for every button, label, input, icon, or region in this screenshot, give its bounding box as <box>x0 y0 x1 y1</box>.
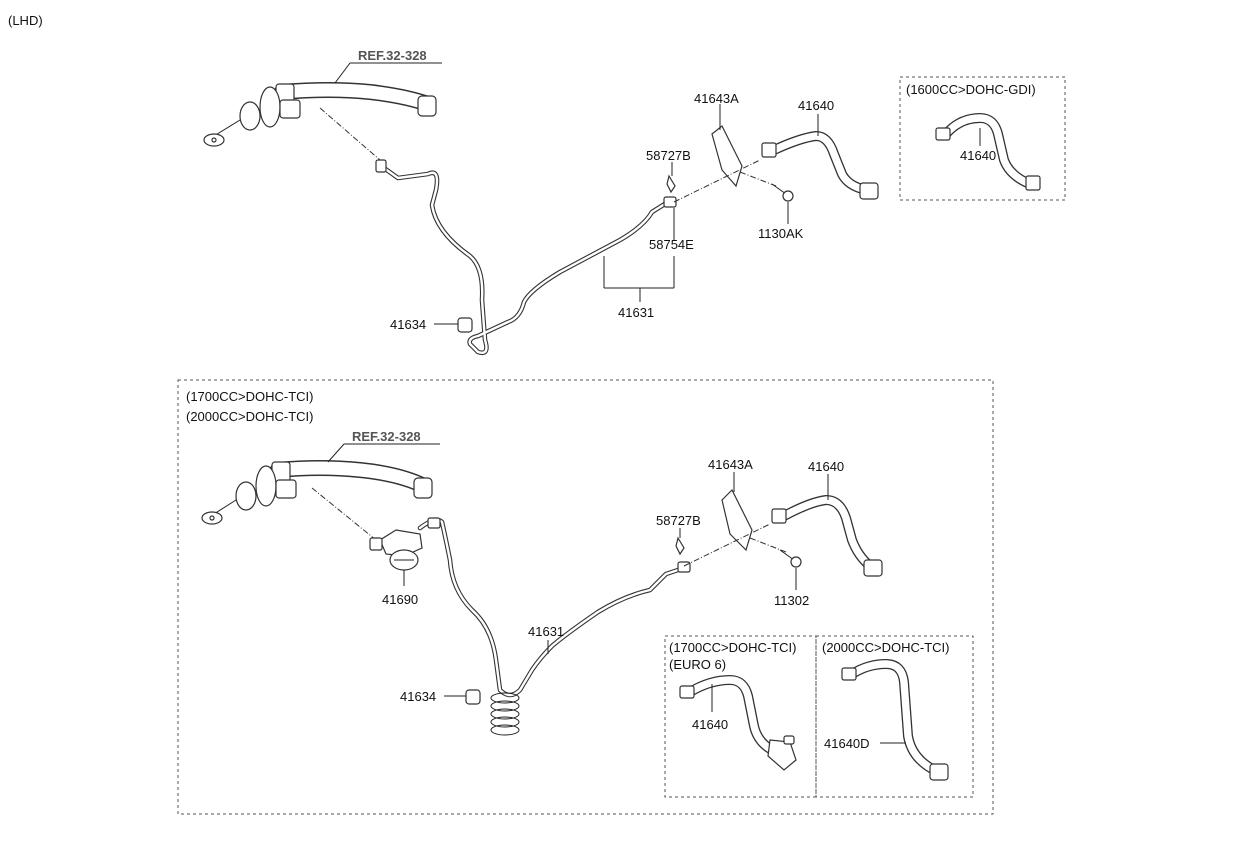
bolt-1130ak <box>771 183 794 202</box>
part-41690[interactable]: 41690 <box>382 592 418 607</box>
top-section: REF.32-328 41634 41631 58754E 58727B 416… <box>203 48 879 356</box>
part-41640-top[interactable]: 41640 <box>798 98 834 113</box>
part-41634-tci[interactable]: 41634 <box>400 689 436 704</box>
clamp-41634-tci <box>465 689 481 705</box>
inset-2000: (2000CC>DOHC-TCI) 41640D <box>815 635 974 798</box>
tci-title-1700: (1700CC>DOHC-TCI) <box>186 389 314 404</box>
variant-label: (LHD) <box>8 13 43 28</box>
clamp-41634 <box>457 317 473 333</box>
part-41631-top[interactable]: 41631 <box>618 305 654 320</box>
damper-41690 <box>369 529 423 571</box>
part-41631-tci[interactable]: 41631 <box>528 624 564 639</box>
inset-gdi-title: (1600CC>DOHC-GDI) <box>906 82 1036 97</box>
hose-41640-tci <box>771 495 883 577</box>
bracket-41643a <box>711 125 743 188</box>
inset-euro6-subtitle: (EURO 6) <box>669 657 726 672</box>
part-58727b-tci[interactable]: 58727B <box>656 513 701 528</box>
inset-2000-title: (2000CC>DOHC-TCI) <box>822 640 950 655</box>
inset-euro6: (1700CC>DOHC-TCI) (EURO 6) 41640 <box>664 635 817 798</box>
part-11302[interactable]: 11302 <box>774 593 809 608</box>
ref-leader <box>334 62 351 84</box>
bolt-11302 <box>779 549 802 568</box>
clip-58727b-tci <box>675 536 685 556</box>
part-1130ak[interactable]: 1130AK <box>758 226 804 241</box>
tci-title-2000: (2000CC>DOHC-TCI) <box>186 409 314 424</box>
clutch-pipe-tci <box>417 517 691 736</box>
hose-41640-top <box>761 131 879 200</box>
ref-label-tci[interactable]: REF.32-328 <box>352 429 421 444</box>
master-cylinder-tci <box>201 460 433 525</box>
bracket-41643a-tci <box>721 488 753 552</box>
inset-2000-hose[interactable]: 41640D <box>824 736 870 751</box>
part-41640-tci[interactable]: 41640 <box>808 459 844 474</box>
clip-58727b <box>666 174 676 194</box>
clutch-pipe <box>375 159 677 356</box>
inset-euro6-title: (1700CC>DOHC-TCI) <box>669 640 797 655</box>
part-58727b-top[interactable]: 58727B <box>646 148 691 163</box>
tci-section: (1700CC>DOHC-TCI) (2000CC>DOHC-TCI) REF.… <box>177 379 994 815</box>
inset-euro6-hose[interactable]: 41640 <box>692 717 728 732</box>
part-41634-top[interactable]: 41634 <box>390 317 426 332</box>
part-58754e[interactable]: 58754E <box>649 237 694 252</box>
dash-connector <box>319 107 381 161</box>
inset-gdi-hose[interactable]: 41640 <box>960 148 996 163</box>
ref-label-top[interactable]: REF.32-328 <box>358 48 427 63</box>
part-41643a-top[interactable]: 41643A <box>694 91 739 106</box>
master-cylinder <box>203 82 437 147</box>
part-41643a-tci[interactable]: 41643A <box>708 457 753 472</box>
inset-gdi: (1600CC>DOHC-GDI) 41640 <box>899 76 1066 201</box>
